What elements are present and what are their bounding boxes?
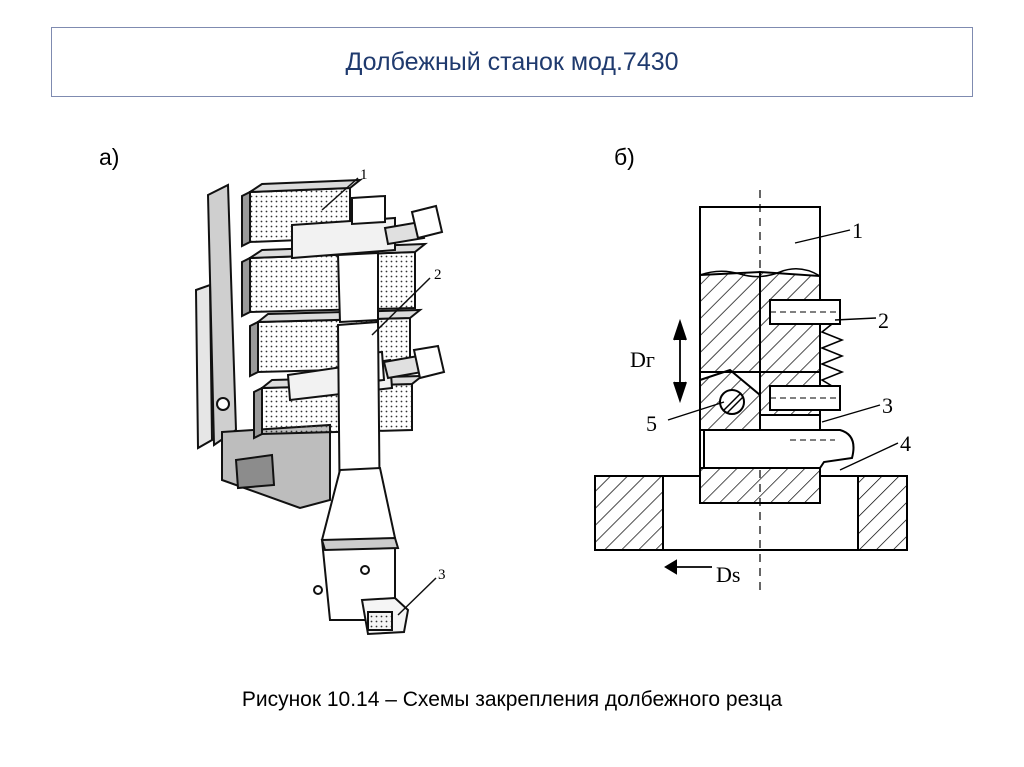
figure-b-callout-1: 1 [852, 218, 863, 243]
figure-a-callout-2: 2 [434, 267, 442, 283]
slide-title: Долбежный станок мод.7430 [345, 47, 679, 76]
figure-a-callout-3: 3 [438, 567, 446, 583]
figure-b-callout-2: 2 [878, 308, 889, 333]
figure-a-drawing [194, 177, 446, 636]
title-box: Долбежный станок мод.7430 [51, 27, 973, 97]
figure-b-drawing [594, 190, 908, 590]
figure-a-label: а) [99, 144, 120, 170]
motion-label-horizontal: Ds [716, 562, 740, 587]
figure-b-callout-4: 4 [900, 431, 911, 456]
figure-b-label: б) [614, 144, 635, 170]
figure-b-callout-3: 3 [882, 393, 893, 418]
figure-caption: Рисунок 10.14 – Схемы закрепления долбеж… [241, 688, 783, 711]
figure-b-callout-5: 5 [646, 411, 657, 436]
figure-a-callout-1: 1 [360, 167, 368, 183]
motion-label-vertical: Dг [630, 347, 655, 372]
